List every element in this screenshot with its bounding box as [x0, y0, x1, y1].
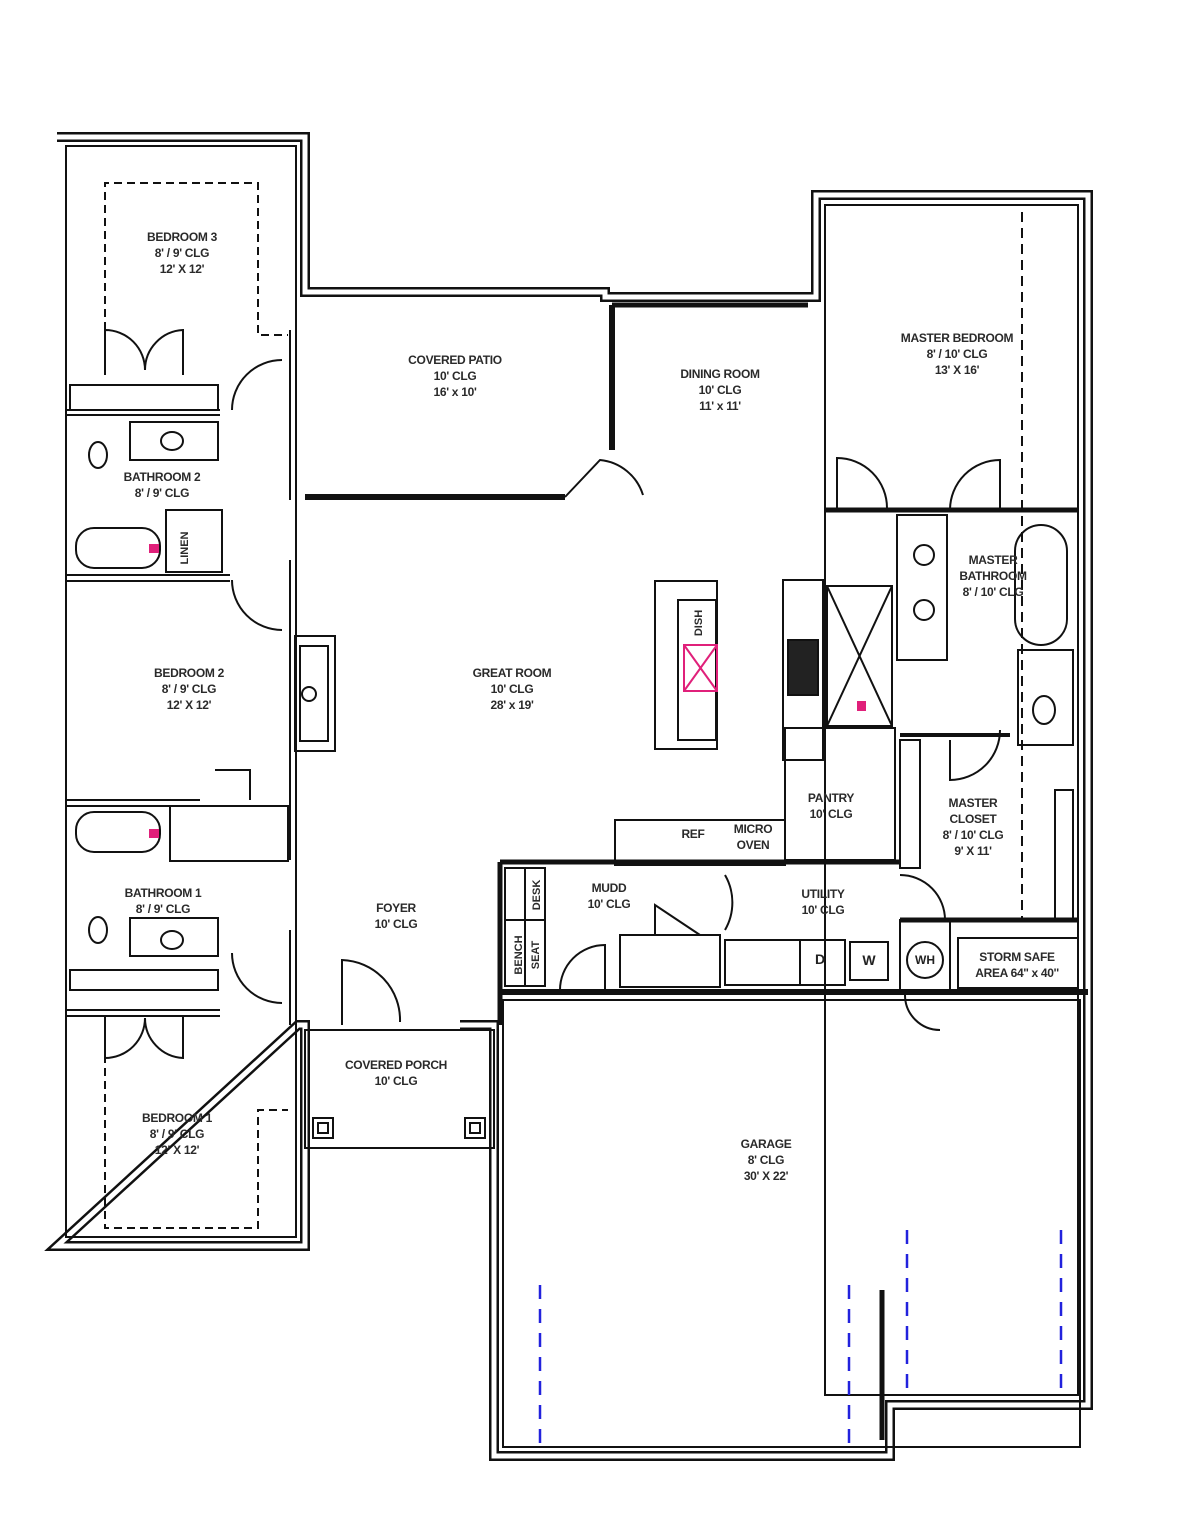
room-label-storm-safe: STORM SAFE AREA 64'' x 40'' [975, 949, 1059, 981]
room-name: MUDD [591, 881, 627, 895]
oven-text: OVEN [736, 838, 770, 852]
ceiling-height: 8' / 9' CLG [161, 682, 217, 696]
room-name: UTILITY [801, 887, 845, 901]
room-name: DINING ROOM [680, 367, 760, 381]
ref-text: REF [681, 827, 705, 841]
room-label-covered-porch: COVERED PORCH 10' CLG [345, 1057, 447, 1089]
room-name: MASTER BEDROOM [900, 331, 1014, 345]
ceiling-height: 10' CLG [698, 383, 742, 397]
room-name: GARAGE [740, 1137, 792, 1151]
washer-label: W [862, 952, 876, 968]
ceiling-height: 10' CLG [374, 917, 418, 931]
room-label-master-bathroom: MASTER BATHROOM 8' / 10' CLG [959, 552, 1027, 600]
exterior-walls [44, 132, 1093, 1461]
room-name: BATHROOM [959, 569, 1027, 583]
room-name: FOYER [376, 901, 416, 915]
room-label-garage: GARAGE 8' CLG 30' X 22' [741, 1136, 792, 1184]
room-label-master-closet: MASTER CLOSET 8' / 10' CLG 9' X 11' [943, 795, 1004, 859]
room-name: COVERED PATIO [408, 353, 502, 367]
ceiling-height: 8' CLG [747, 1153, 785, 1167]
room-label-bathroom-2: BATHROOM 2 8' / 9' CLG [124, 469, 201, 501]
seat-label: SEAT [530, 940, 542, 970]
ceiling-height: 8' / 10' CLG [962, 585, 1024, 599]
room-name: BEDROOM 2 [154, 666, 224, 680]
room-label-mudd: MUDD 10' CLG [588, 880, 631, 912]
room-label-covered-patio: COVERED PATIO 10' CLG 16' x 10' [408, 352, 502, 400]
room-size: 12' X 12' [159, 262, 205, 276]
room-name: MASTER [968, 553, 1018, 567]
room-label-utility: UTILITY 10' CLG [801, 886, 845, 918]
room-size: 30' X 22' [743, 1169, 789, 1183]
room-size: 11' x 11' [699, 399, 741, 413]
room-size: AREA 64'' x 40'' [975, 966, 1059, 980]
garage-door-lines [538, 1230, 1063, 1450]
markers [149, 544, 866, 838]
room-label-bedroom-2: BEDROOM 2 8' / 9' CLG 12' X 12' [154, 665, 224, 713]
water-heater-label: WH [915, 953, 935, 967]
room-size: 13' X 16' [934, 363, 980, 377]
room-label-pantry: PANTRY 10' CLG [807, 790, 855, 822]
room-size: 12' X 12' [166, 698, 212, 712]
micro-text: MICRO [733, 822, 773, 836]
ceiling-height: 8' / 9' CLG [135, 902, 191, 916]
dryer-label: D [814, 951, 826, 967]
room-label-bathroom-1: BATHROOM 1 8' / 9' CLG [125, 885, 202, 917]
ceiling-height: 8' / 10' CLG [926, 347, 988, 361]
room-size: 9' X 11' [954, 844, 992, 858]
room-size: 16' x 10' [433, 385, 477, 399]
ceiling-height: 10' CLG [374, 1074, 418, 1088]
ceiling-height: 10' CLG [490, 682, 534, 696]
ceiling-height: 8' / 9' CLG [134, 486, 190, 500]
room-name: BATHROOM 2 [123, 470, 201, 484]
room-name: STORM SAFE [979, 950, 1055, 964]
room-name: BEDROOM 1 [142, 1111, 212, 1125]
ceiling-height: 8' / 10' CLG [942, 828, 1004, 842]
room-name: CLOSET [949, 812, 997, 826]
desk-label: DESK [531, 879, 543, 911]
ceiling-height: 8' / 9' CLG [149, 1127, 205, 1141]
ceiling-height: 10' CLG [809, 807, 853, 821]
ceiling-height: 10' CLG [801, 903, 845, 917]
room-label-bedroom-1: BEDROOM 1 8' / 9' CLG 12' X 12' [142, 1110, 212, 1158]
linen-label: LINEN [179, 531, 191, 565]
room-name: PANTRY [807, 791, 855, 805]
room-label-great-room: GREAT ROOM 10' CLG 28' x 19' [473, 665, 552, 713]
room-size: 28' x 19' [490, 698, 534, 712]
room-name: BEDROOM 3 [147, 230, 217, 244]
microwave-oven-label: MICRO OVEN [734, 821, 773, 853]
room-name: MASTER [948, 796, 998, 810]
room-name: BATHROOM 1 [124, 886, 202, 900]
ceiling-height: 10' CLG [433, 369, 477, 383]
interior-walls [65, 145, 1088, 1448]
room-size: 12' X 12' [154, 1143, 200, 1157]
dishwasher-label: DISH [693, 609, 705, 637]
room-label-master-bedroom: MASTER BEDROOM 8' / 10' CLG 13' X 16' [900, 330, 1014, 378]
room-label-foyer: FOYER 10' CLG [375, 900, 418, 932]
ceiling-height: 10' CLG [587, 897, 631, 911]
bench-label: BENCH [513, 935, 525, 975]
room-name: COVERED PORCH [344, 1058, 448, 1072]
room-name: GREAT ROOM [472, 666, 552, 680]
room-label-dining-room: DINING ROOM 10' CLG 11' x 11' [680, 366, 760, 414]
refrigerator-label: REF [681, 826, 704, 842]
room-label-bedroom-3: BEDROOM 3 8' / 9' CLG 12' X 12' [147, 229, 217, 277]
ceiling-height: 8' / 9' CLG [154, 246, 210, 260]
